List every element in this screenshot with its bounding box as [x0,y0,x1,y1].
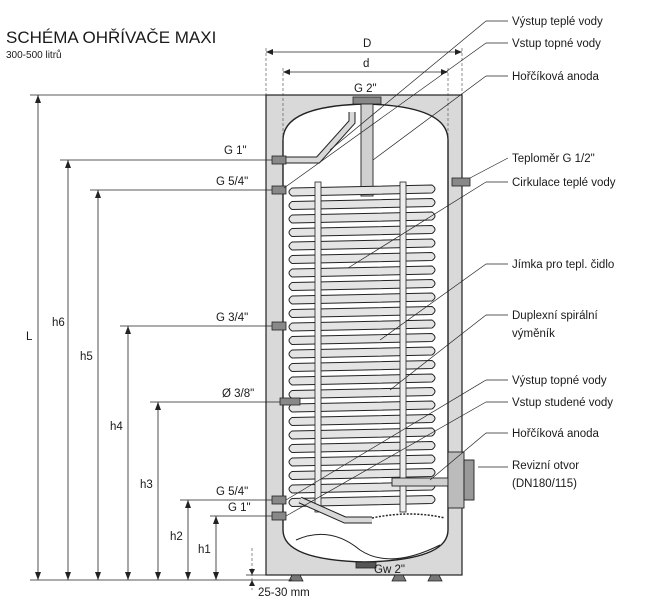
coil-turn [288,251,436,265]
dim-h6: h6 [52,317,65,329]
label-heating-water-outlet: Výstup topné vody [512,375,607,387]
conn-g54-top: G 5/4" [216,176,248,188]
conn-g34: G 3/4" [216,312,248,324]
dim-D: D [363,38,371,50]
coil-turn [288,292,436,305]
dimension-lines [30,48,463,590]
dim-h2: h2 [170,531,183,543]
thermometer-socket [451,177,471,187]
conn-o38: Ø 3/8" [222,388,254,400]
label-hot-water-circulation: Cirkulace teplé vody [512,177,616,189]
conn-g1-top: G 1" [224,145,247,157]
coil-right-riser [399,181,407,513]
dim-h4: h4 [110,421,123,433]
coil-turn [288,224,436,238]
tank-feet [288,574,443,582]
coil-turn [288,400,436,413]
revision-opening [447,451,465,509]
coil-turn [288,238,436,251]
conn-top-g2: G 2" [354,83,377,95]
label-magnesium-anode-bottom: Hořčíková anoda [512,428,600,440]
bottom-anode [391,477,449,487]
conn-bottom-gw2: Gw 2" [374,564,405,576]
conn-g54-bottom: G 5/4" [216,486,248,498]
coil-turn [288,346,436,359]
coil-turn [288,386,436,400]
spiral-heat-exchanger [288,184,436,508]
dim-d: d [363,58,369,70]
coil-turn [288,413,436,427]
conn-g1-bottom: G 1" [228,502,251,514]
label-duplex-spiral: Duplexní spirální [512,310,598,322]
dim-L: L [26,331,33,343]
top-anode [360,103,374,197]
coil-turn [288,184,436,197]
label-magnesium-anode-top: Hořčíková anoda [512,71,600,83]
label-heating-water-inlet: Vstup topné vody [512,38,601,50]
coil-turn [288,265,436,278]
label-thermometer: Teploměr G 1/2" [512,153,595,165]
label-revision-opening: Revizní otvor [512,460,579,472]
dim-h5: h5 [80,351,93,363]
label-cold-water-inlet: Vstup studené vody [512,397,613,409]
coil-turn [288,211,436,224]
coil-turn [288,454,436,467]
top-flange [352,96,382,105]
leader-lines [283,20,509,517]
coil-turn [288,305,436,319]
dim-h3: h3 [140,479,153,491]
diagram-title: SCHÉMA OHŘÍVAČE MAXI [6,28,216,47]
label-exchanger: výměník [512,328,555,340]
bottom-socket [355,561,377,569]
coil-turn [288,494,436,508]
coil-turn [288,467,436,481]
dim-feet: 25-30 mm [258,587,310,599]
label-sensor-well: Jímka pro tepl. čidlo [512,259,614,271]
coil-turn [288,319,436,332]
coil-turn [288,373,436,386]
side-connections [271,155,301,521]
label-revision-dn: (DN180/115) [512,478,577,490]
label-hot-water-outlet: Výstup teplé vody [512,16,603,28]
coil-left-riser [314,181,322,513]
coil-turn [288,440,436,454]
dim-h1: h1 [198,544,211,556]
coil-turn [288,427,436,440]
coil-turn [288,359,436,373]
diagram-subtitle: 300-500 litrů [6,49,62,61]
deflector-plate [371,513,446,519]
coil-turn [288,332,436,346]
coil-turn [288,197,436,211]
coil-turn [288,278,436,292]
